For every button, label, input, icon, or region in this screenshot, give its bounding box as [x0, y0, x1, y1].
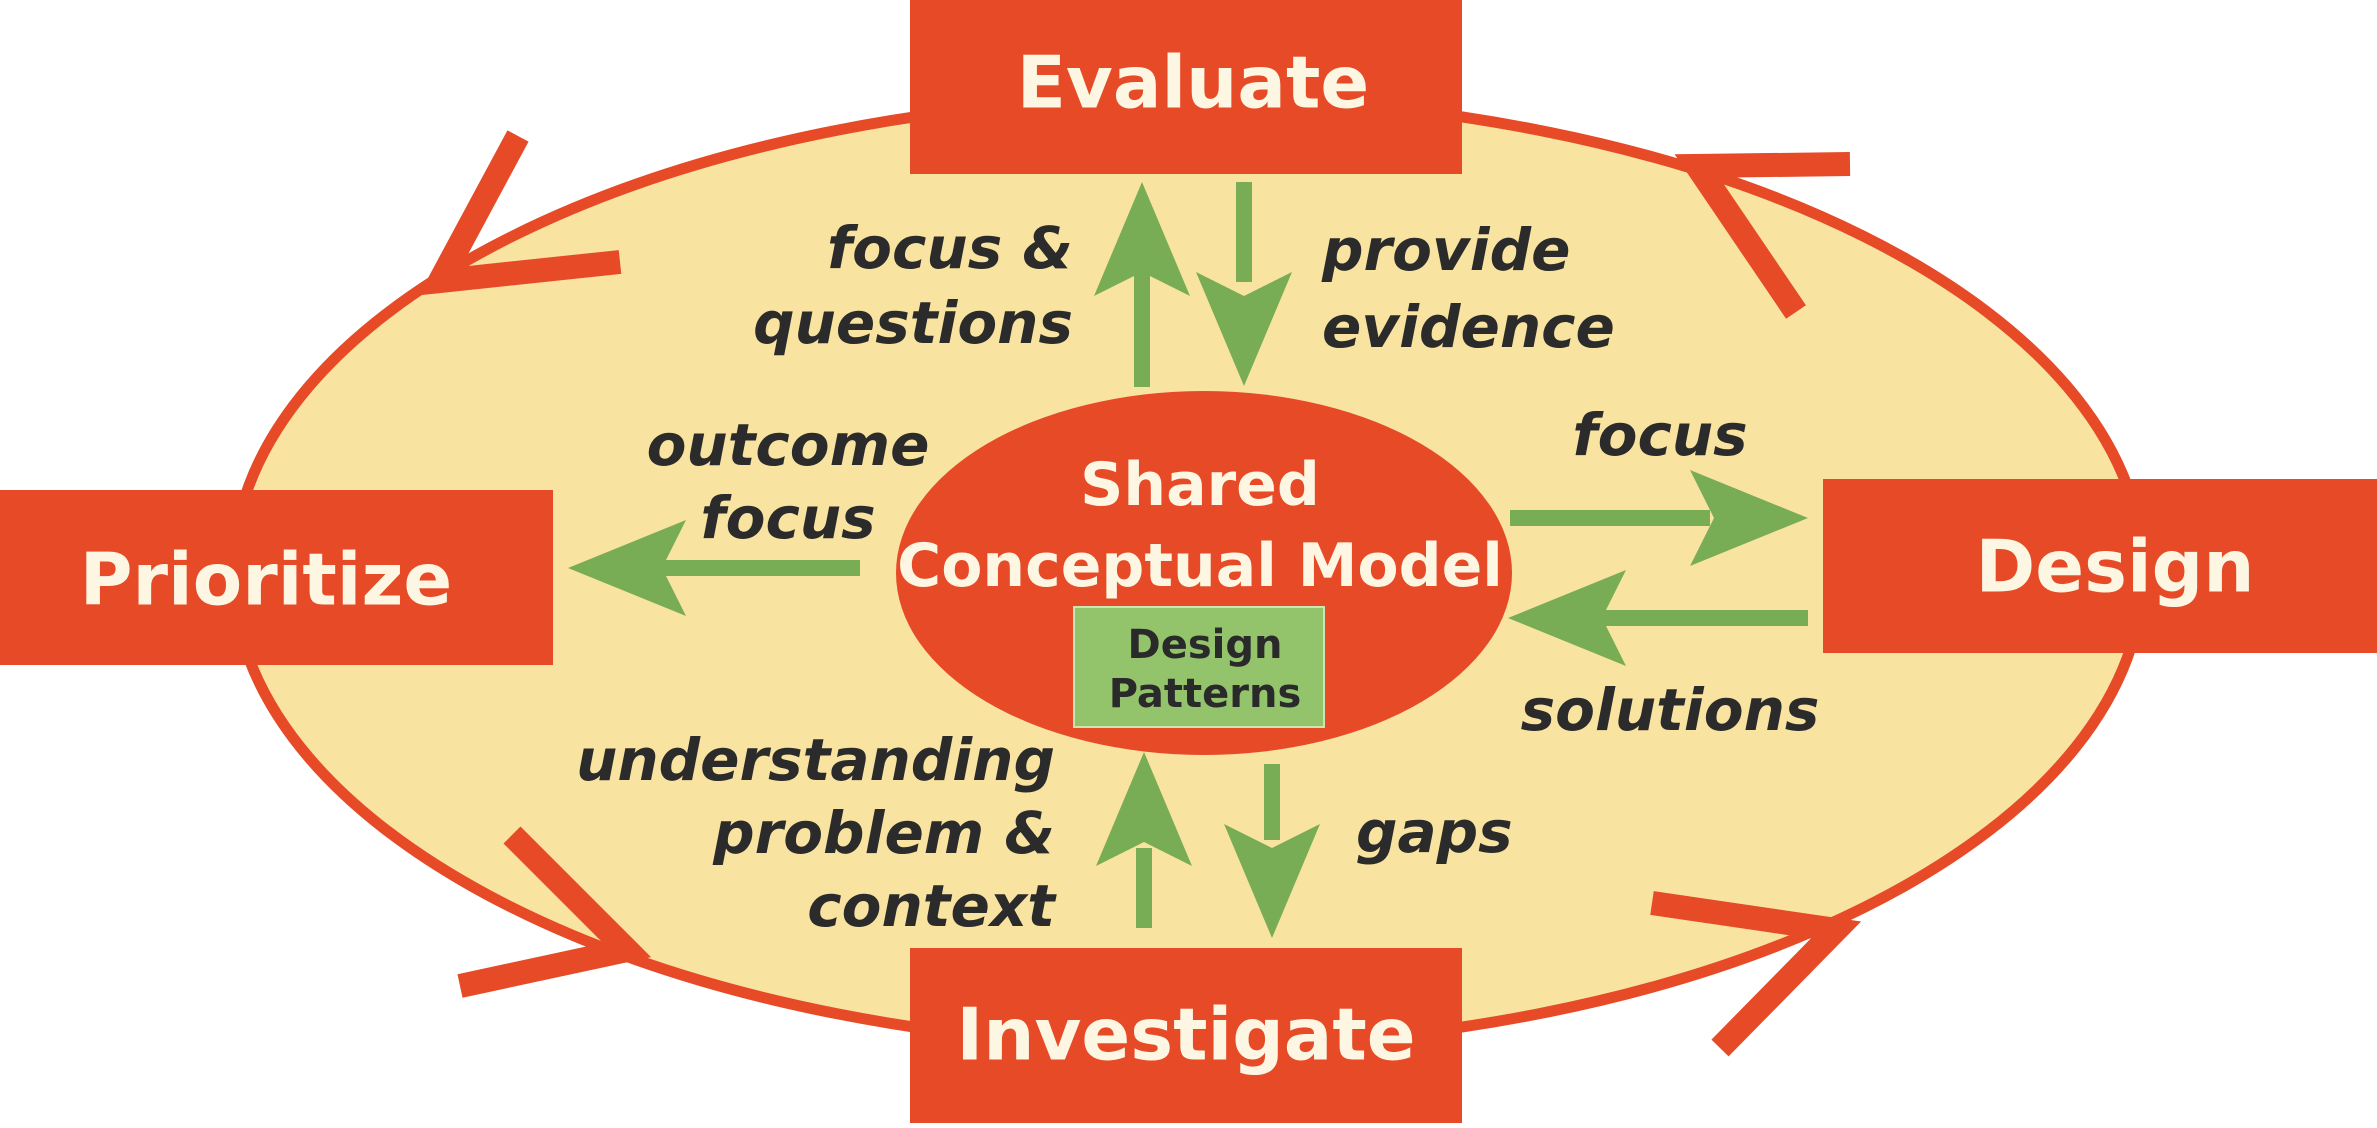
design-patterns-box	[1073, 606, 1325, 728]
arrow-left-design	[1508, 570, 1808, 666]
flow-label-solutions: solutions	[1521, 676, 1820, 744]
center-ellipse	[896, 391, 1512, 755]
center-title-line2: Conceptual Model	[897, 531, 1503, 601]
flow-label-provide-evidence-2: evidence	[1322, 293, 1615, 361]
flow-label-outcome-focus-1: outcome	[647, 411, 930, 479]
arrow-up-investigate	[1096, 752, 1192, 928]
arrow-down-investigate	[1224, 764, 1320, 938]
cycle-arrowhead-top-left	[418, 130, 622, 296]
prioritize-box: Prioritize	[0, 490, 553, 665]
flow-label-understanding-2: problem &	[712, 799, 1055, 867]
cycle-arrowhead-bottom-right	[1650, 891, 1862, 1057]
green-arrows	[568, 182, 1808, 938]
arrow-left-prioritize	[568, 520, 860, 616]
evaluate-box: Evaluate	[910, 0, 1462, 174]
arrow-down-evaluate	[1196, 182, 1292, 386]
cycle-arrowheads	[418, 130, 1862, 1057]
design-patterns-line2: Patterns	[1109, 671, 1302, 717]
flow-label-gaps: gaps	[1356, 798, 1513, 866]
flow-label-provide-evidence-1: provide	[1321, 216, 1571, 284]
cycle-arrowhead-bottom-left	[457, 826, 652, 998]
flow-label-design-focus: focus	[1572, 401, 1747, 469]
design-patterns-line1: Design	[1128, 622, 1283, 668]
flow-label-focus-questions-2: questions	[753, 289, 1073, 357]
investigate-box: Investigate	[910, 948, 1462, 1123]
design-label: Design	[1976, 525, 2255, 609]
center-title-line1: Shared	[1080, 450, 1320, 520]
flow-label-understanding-3: context	[807, 872, 1057, 940]
arrow-up-evaluate	[1094, 182, 1190, 387]
flow-label-focus-questions-1: focus &	[827, 214, 1073, 282]
cycle-arrowhead-top-right	[1674, 152, 1851, 319]
investigate-label: Investigate	[956, 993, 1415, 1077]
flow-label-understanding-1: understanding	[576, 726, 1055, 794]
flow-label-outcome-focus-2: focus	[700, 484, 875, 552]
prioritize-label: Prioritize	[80, 538, 452, 622]
arrow-right-design	[1510, 470, 1808, 566]
evaluate-label: Evaluate	[1017, 41, 1369, 125]
design-box: Design	[1823, 479, 2377, 653]
